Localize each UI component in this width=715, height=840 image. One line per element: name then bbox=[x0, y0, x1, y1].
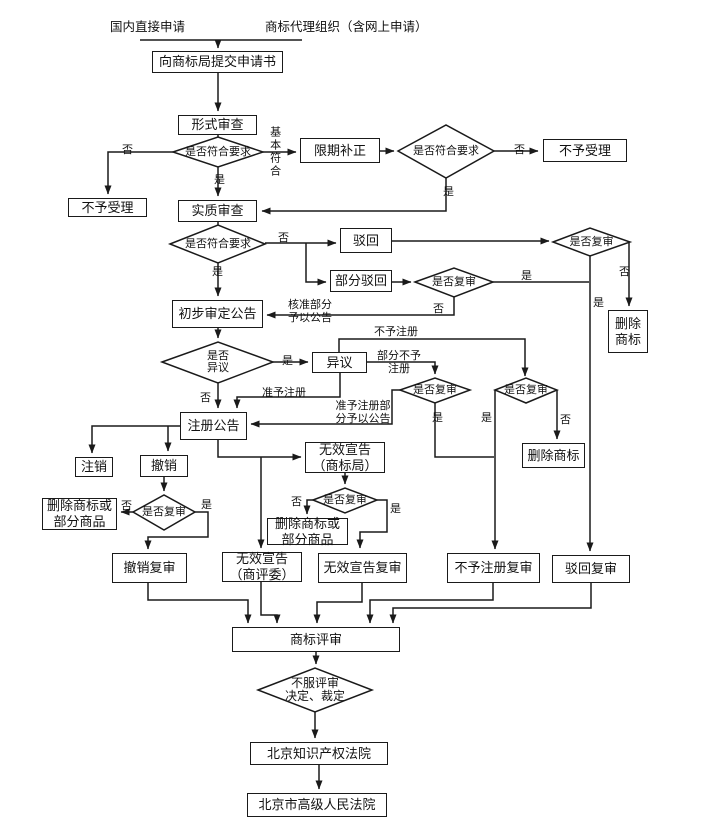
edge-opposition-partial-d7 bbox=[367, 361, 439, 375]
edge-label-no-registration: 不予注册 bbox=[374, 326, 418, 338]
node-rejection-review: 驳回复审 bbox=[552, 555, 630, 583]
edge-revocationreview-to-tmreview bbox=[147, 583, 252, 624]
decision-review-partial-rejection-label: 是否复审 bbox=[432, 275, 476, 288]
decision-review-rejection-shape bbox=[550, 227, 633, 257]
decision-review-no-reg-label: 是否复审 bbox=[504, 383, 548, 396]
node-not-accepted-right: 不予受理 bbox=[543, 139, 627, 162]
node-delete-trademark-mid: 删除商标 bbox=[522, 443, 585, 468]
edge-label-no-5: 否 bbox=[619, 266, 630, 278]
edge-label-yes-4: 是 bbox=[521, 270, 532, 282]
node-revocation: 撤销 bbox=[140, 455, 188, 477]
decision-dissatisfied-label: 不服评审 决定、裁定 bbox=[284, 675, 345, 703]
edge-label-no-8: 否 bbox=[560, 414, 571, 426]
node-rejection: 驳回 bbox=[340, 228, 392, 253]
edge-d7-no-registration bbox=[250, 389, 400, 428]
node-revocation-review: 撤销复审 bbox=[112, 553, 187, 583]
decision-review-revocation-shape bbox=[131, 494, 197, 531]
node-substantive-examination: 实质审查 bbox=[178, 200, 257, 222]
decision-meets-req-3-shape bbox=[167, 224, 268, 264]
edge-d2-yes-substantive bbox=[261, 178, 447, 215]
edge-d1-no-notaccepted bbox=[104, 151, 173, 195]
decision-review-partial-no-reg-label: 是否复审 bbox=[413, 383, 457, 396]
edge-label-yes-2: 是 bbox=[443, 186, 454, 198]
decision-review-revocation-label: 是否复审 bbox=[142, 505, 186, 518]
node-opposition: 异议 bbox=[312, 352, 367, 373]
decision-review-invalidation-label: 是否复审 bbox=[323, 493, 367, 506]
edge-rejectionreview-to-tmreview bbox=[389, 583, 592, 624]
node-high-court: 北京市高级人民法院 bbox=[247, 793, 387, 817]
decision-opposition-label: 是否 异议 bbox=[207, 349, 229, 374]
edge-d9-yes-revocationreview bbox=[144, 511, 209, 550]
label-domestic-application: 国内直接申请 bbox=[110, 20, 186, 34]
edge-label-yes-5: 是 bbox=[593, 297, 604, 309]
edge-noregreview-to-tmreview bbox=[366, 583, 494, 624]
edge-label-no-4: 否 bbox=[433, 303, 444, 315]
edge-label-approve-part-announce: 准予注册部 分予以公告 bbox=[335, 400, 391, 425]
decision-review-invalidation-shape bbox=[310, 487, 380, 514]
edge-opposition-noreg-d8 bbox=[338, 338, 529, 377]
edge-label-approve-registration: 准予注册 bbox=[262, 387, 306, 399]
edge-label-partial-no-registration: 部分不予 注册 bbox=[377, 350, 421, 375]
decision-meets-req-1-shape bbox=[170, 136, 266, 168]
edge-label-yes-1: 是 bbox=[214, 174, 225, 186]
node-trademark-review: 商标评审 bbox=[232, 627, 400, 652]
edge-registration-to-cancellation bbox=[88, 425, 180, 454]
node-no-registration-review: 不予注册复审 bbox=[447, 553, 540, 583]
edge-invalidboard-to-tmreview bbox=[260, 582, 281, 624]
edge-registration-to-invalidbureau bbox=[217, 440, 302, 461]
decision-opposition-shape bbox=[159, 341, 276, 384]
node-deadline-correction: 限期补正 bbox=[300, 138, 380, 163]
edge-label-no-9: 否 bbox=[121, 500, 132, 512]
edge-d7-yes-merge bbox=[434, 403, 494, 458]
node-ip-court: 北京知识产权法院 bbox=[250, 742, 388, 765]
edge-label-yes-6: 是 bbox=[282, 355, 293, 367]
decision-meets-req-2-label: 是否符合要求 bbox=[413, 144, 479, 157]
node-delete-trademark-top: 删除 商标 bbox=[608, 310, 648, 353]
node-not-accepted-left: 不予受理 bbox=[68, 198, 147, 217]
edge-d4-no-preliminary bbox=[266, 297, 455, 319]
node-submit-application: 向商标局提交申请书 bbox=[152, 51, 283, 73]
edge-label-yes-10: 是 bbox=[390, 503, 401, 515]
node-delete-tm-or-goods-mid: 删除商标或 部分商品 bbox=[267, 516, 348, 547]
node-invalidation-board: 无效宣告 （商评委） bbox=[222, 551, 302, 582]
node-invalidation-bureau: 无效宣告 （商标局） bbox=[305, 442, 385, 473]
edge-label-no-2: 否 bbox=[514, 144, 525, 156]
decision-review-partial-rejection-shape bbox=[412, 267, 496, 298]
edge-label-basically-meets: 基本符合 bbox=[268, 126, 281, 178]
decision-meets-req-1-label: 是否符合要求 bbox=[185, 145, 251, 158]
edge-label-yes-3: 是 bbox=[212, 266, 223, 278]
node-formal-examination: 形式审查 bbox=[178, 115, 257, 135]
edge-label-no-1: 否 bbox=[122, 144, 133, 156]
edge-d10-yes-invalidreview bbox=[356, 499, 388, 549]
node-registration-announcement: 注册公告 bbox=[180, 412, 247, 440]
node-preliminary-announcement: 初步审定公告 bbox=[172, 300, 263, 328]
edge-label-no-10: 否 bbox=[291, 496, 302, 508]
decision-review-partial-no-reg-shape bbox=[397, 377, 473, 404]
edge-label-approved-part-announce: 核准部分 予以公告 bbox=[288, 299, 332, 324]
decision-review-no-reg-shape bbox=[492, 377, 560, 404]
edge-label-yes-8: 是 bbox=[481, 412, 492, 424]
edge-d10-no-delete bbox=[303, 499, 313, 515]
decision-meets-req-3-label: 是否符合要求 bbox=[185, 237, 251, 250]
edge-label-yes-7: 是 bbox=[432, 412, 443, 424]
node-cancellation: 注销 bbox=[75, 457, 113, 477]
decision-dissatisfied-shape bbox=[255, 667, 375, 713]
edge-d3-no-partialrejection bbox=[305, 243, 327, 286]
decision-meets-req-2-shape bbox=[396, 124, 496, 179]
node-invalidation-review: 无效宣告复审 bbox=[318, 553, 407, 583]
label-agency-application: 商标代理组织（含网上申请） bbox=[265, 20, 428, 34]
edge-opposition-approve-registration bbox=[233, 373, 341, 409]
decision-review-rejection-label: 是否复审 bbox=[569, 235, 614, 248]
edge-invalidreview-to-tmreview bbox=[313, 583, 363, 624]
node-delete-tm-or-goods-left: 删除商标或 部分商品 bbox=[42, 498, 117, 530]
edge-label-no-3: 否 bbox=[278, 232, 289, 244]
edge-label-no-6: 否 bbox=[200, 392, 211, 404]
edge-label-yes-9: 是 bbox=[201, 499, 212, 511]
node-partial-rejection: 部分驳回 bbox=[330, 270, 392, 292]
